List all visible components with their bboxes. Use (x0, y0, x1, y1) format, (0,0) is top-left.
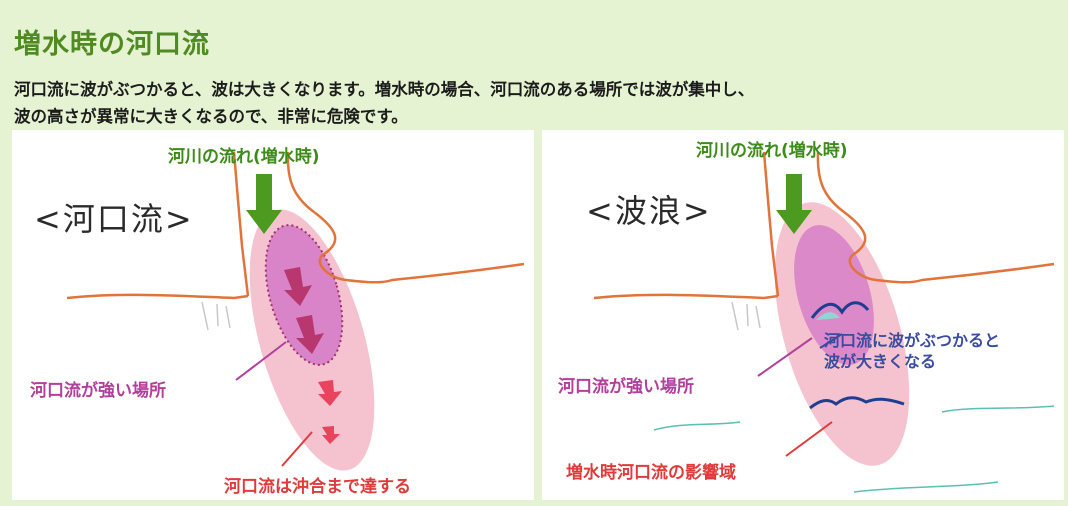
current-arrow-icon (322, 426, 340, 444)
leader-line-reach (281, 431, 313, 467)
river-bank-right (286, 151, 525, 284)
river-flow-arrow-icon (776, 174, 812, 234)
leader-line-waves (819, 333, 843, 349)
wave-collision-label: 河口流に波がぶつかると 波が大きくなる (824, 330, 1000, 372)
wave-icon (809, 396, 905, 410)
sea-ripple (941, 405, 1055, 413)
leader-line-strong (235, 341, 287, 381)
strong-current-label: 河口流が強い場所 (30, 381, 166, 401)
sea-ripple (853, 481, 999, 493)
panel-title: <波浪> (586, 192, 712, 230)
leader-line-influence (785, 421, 833, 457)
strong-current-zone (794, 225, 874, 365)
structure-outline (201, 301, 231, 331)
coastline-left (66, 293, 249, 300)
left-panel-estuary-current: 河川の流れ(増水時) <河口流> 河口流が強い場所 河口流は沖合まで達する (12, 130, 534, 500)
current-reach-label: 河口流は沖合まで達する (224, 477, 411, 497)
right-panel-diagram (593, 151, 1055, 493)
page-title: 増水時の河口流 (14, 29, 210, 60)
coastline-left (593, 293, 779, 300)
strong-current-label: 河口流が強い場所 (558, 377, 694, 397)
intro-line-1: 河口流に波がぶつかると、波は大きくなります。増水時の場合、河口流のある場所では波… (14, 80, 755, 99)
wave-collision-label-line-2: 波が大きくなる (824, 352, 937, 371)
leader-line-strong (757, 337, 813, 377)
sea-ripple (653, 421, 741, 431)
current-arrow-icon (284, 267, 312, 306)
wave-collision-label-line-1: 河口流に波がぶつかると (824, 331, 1001, 350)
river-flow-arrow-icon (246, 174, 282, 234)
wave-icon (810, 301, 870, 319)
intro-text: 河口流に波がぶつかると、波は大きくなります。増水時の場合、河口流のある場所では波… (14, 76, 1059, 130)
influence-area-label: 増水時河口流の影響域 (566, 463, 736, 483)
river-bank-right (816, 151, 1055, 284)
wave-crest (816, 312, 840, 320)
river-flow-label: 河川の流れ(増水時) (168, 147, 320, 167)
current-arrow-icon (296, 315, 324, 354)
river-flow-label: 河川の流れ(増水時) (696, 141, 848, 161)
panel-title: <河口流> (34, 200, 194, 238)
river-bank-left (232, 151, 250, 297)
intro-line-2: 波の高さが異常に大きくなるので、非常に危険です。 (14, 107, 408, 126)
right-panel-waves: 河川の流れ(増水時) <波浪> 河口流に波がぶつかると 波が大きくなる 河口流が… (542, 130, 1064, 500)
current-arrow-icon (318, 380, 342, 406)
left-panel-diagram (66, 151, 525, 471)
structure-outline (731, 301, 761, 331)
river-bank-left (762, 151, 780, 297)
